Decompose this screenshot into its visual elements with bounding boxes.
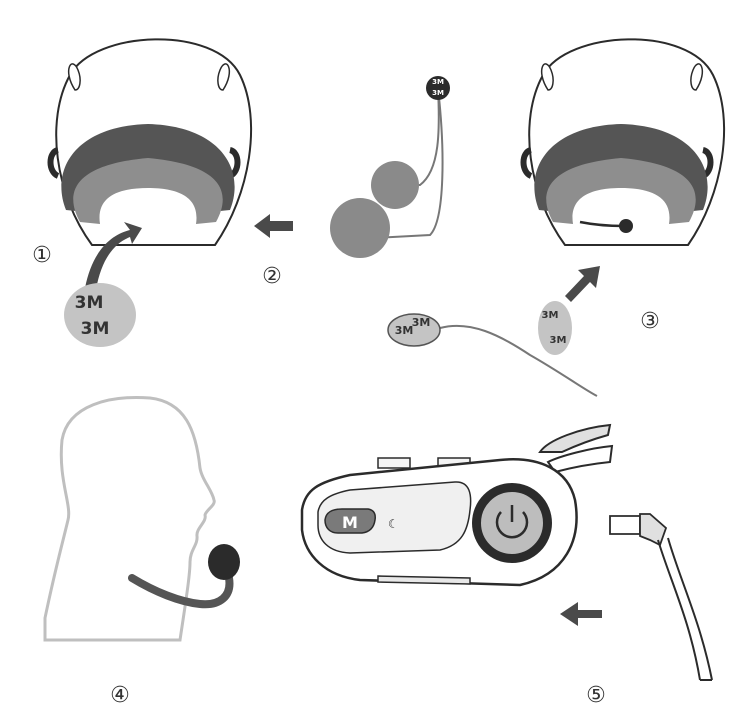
speakers-assembly: 3M 3M	[330, 76, 450, 258]
step1-arrow	[85, 222, 142, 290]
speaker-large	[330, 198, 390, 258]
pad-3m-wire: 3M 3M	[426, 76, 450, 100]
step2-arrow	[254, 214, 293, 238]
step-2-label: ②	[262, 264, 282, 289]
helmet-left	[47, 38, 253, 246]
svg-text:3M: 3M	[432, 78, 444, 86]
svg-text:3M: 3M	[75, 293, 104, 313]
mic-wire-pad: 3M 3M	[387, 313, 598, 397]
helmet-right	[520, 38, 726, 246]
svg-text:3M: 3M	[550, 335, 567, 346]
power-button	[472, 483, 552, 563]
step-3-label: ③	[640, 309, 660, 334]
step-5-label: ⑤	[586, 683, 606, 708]
step-1-label: ①	[32, 243, 52, 268]
head-profile	[43, 396, 216, 642]
mic-foam	[208, 544, 240, 580]
step3-arrow	[565, 266, 600, 302]
speaker-small	[371, 161, 419, 209]
step-4-label: ④	[110, 683, 130, 708]
mode-icon: ☾	[388, 517, 399, 531]
svg-text:3M: 3M	[432, 89, 444, 97]
svg-text:3M: 3M	[81, 319, 110, 339]
pad-3m-small: 3M 3M	[538, 301, 572, 355]
intercom-unit: M ☾	[300, 423, 614, 587]
svg-text:3M: 3M	[542, 310, 559, 321]
boom-mic	[128, 544, 240, 609]
device-logo: M	[342, 513, 358, 532]
mic-head	[619, 219, 633, 233]
usb-c-cable	[609, 513, 713, 681]
svg-text:3M: 3M	[412, 316, 431, 329]
step5-arrow	[560, 602, 602, 626]
svg-text:3M: 3M	[395, 324, 414, 337]
pad-3m-large: 3M 3M	[64, 283, 136, 347]
